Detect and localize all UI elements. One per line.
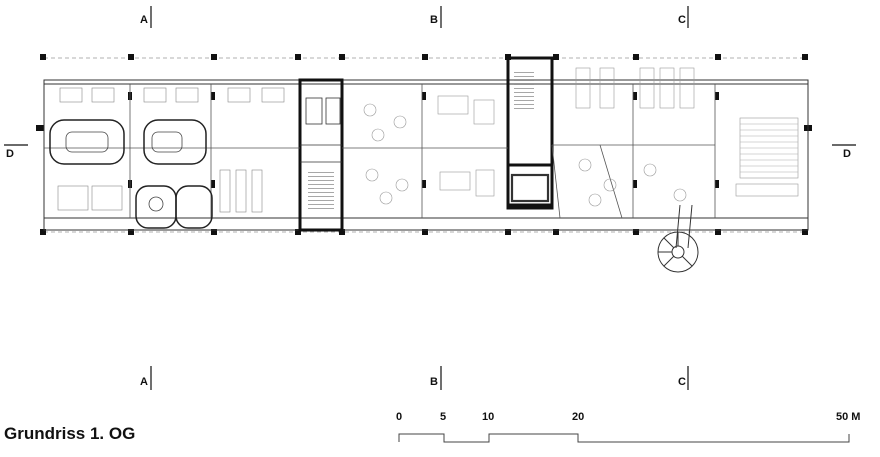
section-label-c-bottom: C [678, 376, 686, 388]
auditorium-seats [740, 123, 798, 173]
section-label-d-left: D [6, 148, 14, 160]
scale-label-5: 5 [440, 411, 447, 423]
section-label-b-top: B [430, 14, 438, 26]
scale-bar [398, 433, 850, 443]
lounge-tables [363, 95, 687, 207]
section-label-b-bottom: B [430, 376, 438, 388]
office-furniture [57, 87, 285, 213]
section-lines [4, 6, 856, 390]
section-label-a-top: A [140, 14, 148, 26]
core-walls [298, 56, 554, 232]
scale-label-0: 0 [396, 411, 403, 423]
section-label-c-top: C [678, 14, 686, 26]
scale-label-50m: 50 M [836, 411, 861, 423]
scale-label-10: 10 [482, 411, 495, 423]
meeting-rooms [49, 119, 213, 229]
spiral-stair [657, 204, 699, 273]
core-detail [300, 97, 550, 203]
section-label-d-right: D [843, 148, 851, 160]
interior-walls [44, 84, 716, 219]
section-label-a-bottom: A [140, 376, 148, 388]
scale-label-20: 20 [572, 411, 585, 423]
building-outline [43, 79, 809, 231]
conference-tables [65, 131, 183, 212]
drawing-title: Grundriss 1. OG [4, 424, 136, 443]
stairs [308, 72, 534, 210]
